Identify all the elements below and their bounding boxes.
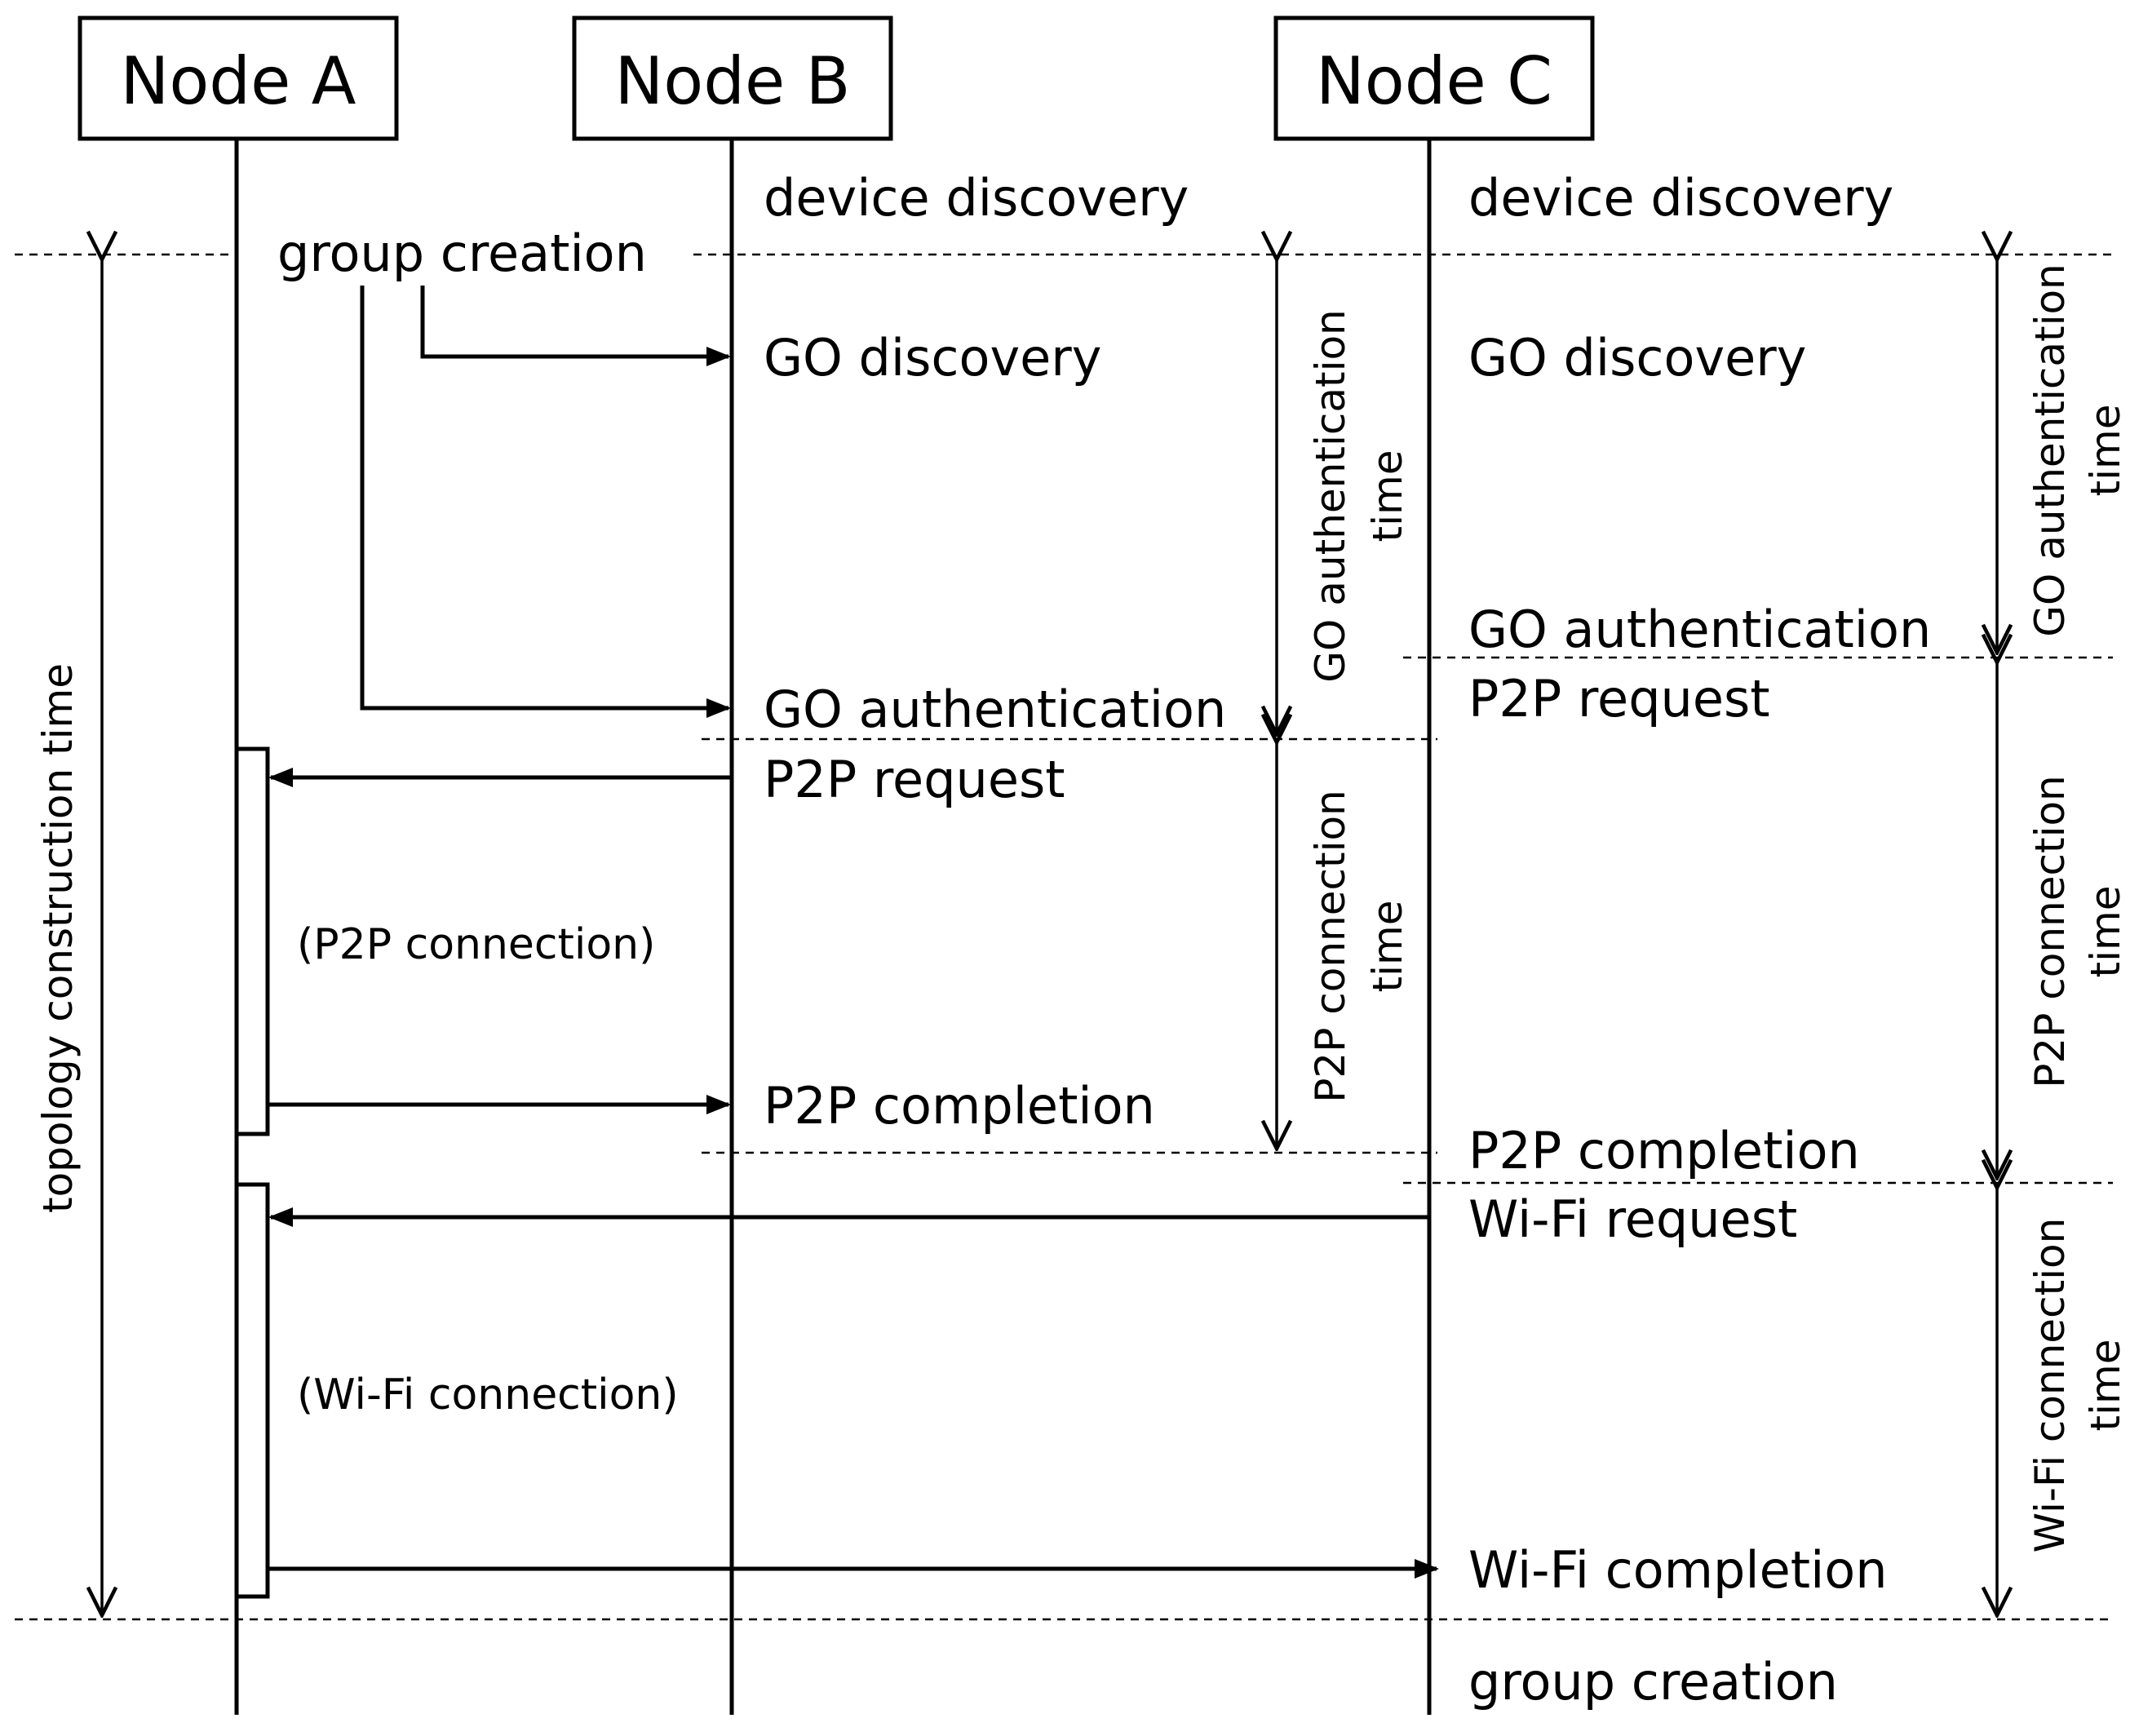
- a-group-creation-label: group creation: [277, 224, 647, 283]
- b-p2p-completion-label: P2P completion: [764, 1076, 1155, 1136]
- node-c-label: Node C: [1316, 43, 1552, 119]
- c-go-discovery-label: GO discovery: [1468, 328, 1806, 388]
- a-wifi-connection-label: (Wi-Fi connection): [297, 1371, 679, 1419]
- arrow-go-discovery: [420, 286, 731, 366]
- c-wifi-time-label: Wi-Fi connection: [2026, 1218, 2074, 1553]
- c-wifi-request-label: Wi-Fi request: [1468, 1189, 1797, 1249]
- c-go-auth-time-label-2: time: [2082, 405, 2129, 497]
- c-p2p-request-label: P2P request: [1468, 669, 1770, 728]
- c-go-authentication-label: GO authentication: [1468, 600, 1931, 659]
- activation-wifi: [234, 1182, 270, 1599]
- b-p2p-request-label: P2P request: [764, 750, 1065, 809]
- c-wifi-completion-label: Wi-Fi completion: [1468, 1540, 1888, 1600]
- c-group-creation-label: group creation: [1468, 1652, 1838, 1712]
- node-a-box: [77, 16, 399, 141]
- b-go-authentication-label: GO authentication: [764, 680, 1226, 739]
- c-device-discovery-label: device discovery: [1468, 168, 1893, 228]
- c-wifi-time-label-2: time: [2082, 1340, 2129, 1432]
- node-b-label: Node B: [614, 43, 850, 119]
- b-go-discovery-label: GO discovery: [764, 328, 1101, 388]
- b-p2p-time-label: P2P connection: [1307, 790, 1354, 1103]
- b-go-auth-time-label-2: time: [1364, 450, 1411, 542]
- c-p2p-completion-label: P2P completion: [1468, 1121, 1860, 1180]
- arrow-go-authentication: [360, 286, 731, 718]
- node-c-box: [1273, 16, 1595, 141]
- activation-p2p: [234, 746, 270, 1136]
- c-p2p-time-label-2: time: [2082, 886, 2129, 978]
- b-device-discovery-label: device discovery: [764, 168, 1189, 228]
- c-go-auth-time-label: GO authentication: [2026, 264, 2074, 636]
- b-p2p-time-label-2: time: [1364, 901, 1411, 993]
- c-p2p-time-label: P2P connection: [2026, 775, 2074, 1088]
- b-go-auth-time-label: GO authentication: [1307, 309, 1354, 682]
- topology-time-label: topology construction time: [34, 663, 82, 1213]
- node-a-label: Node A: [121, 43, 356, 119]
- a-p2p-connection-label: (P2P connection): [297, 920, 655, 969]
- node-b-box: [572, 16, 893, 141]
